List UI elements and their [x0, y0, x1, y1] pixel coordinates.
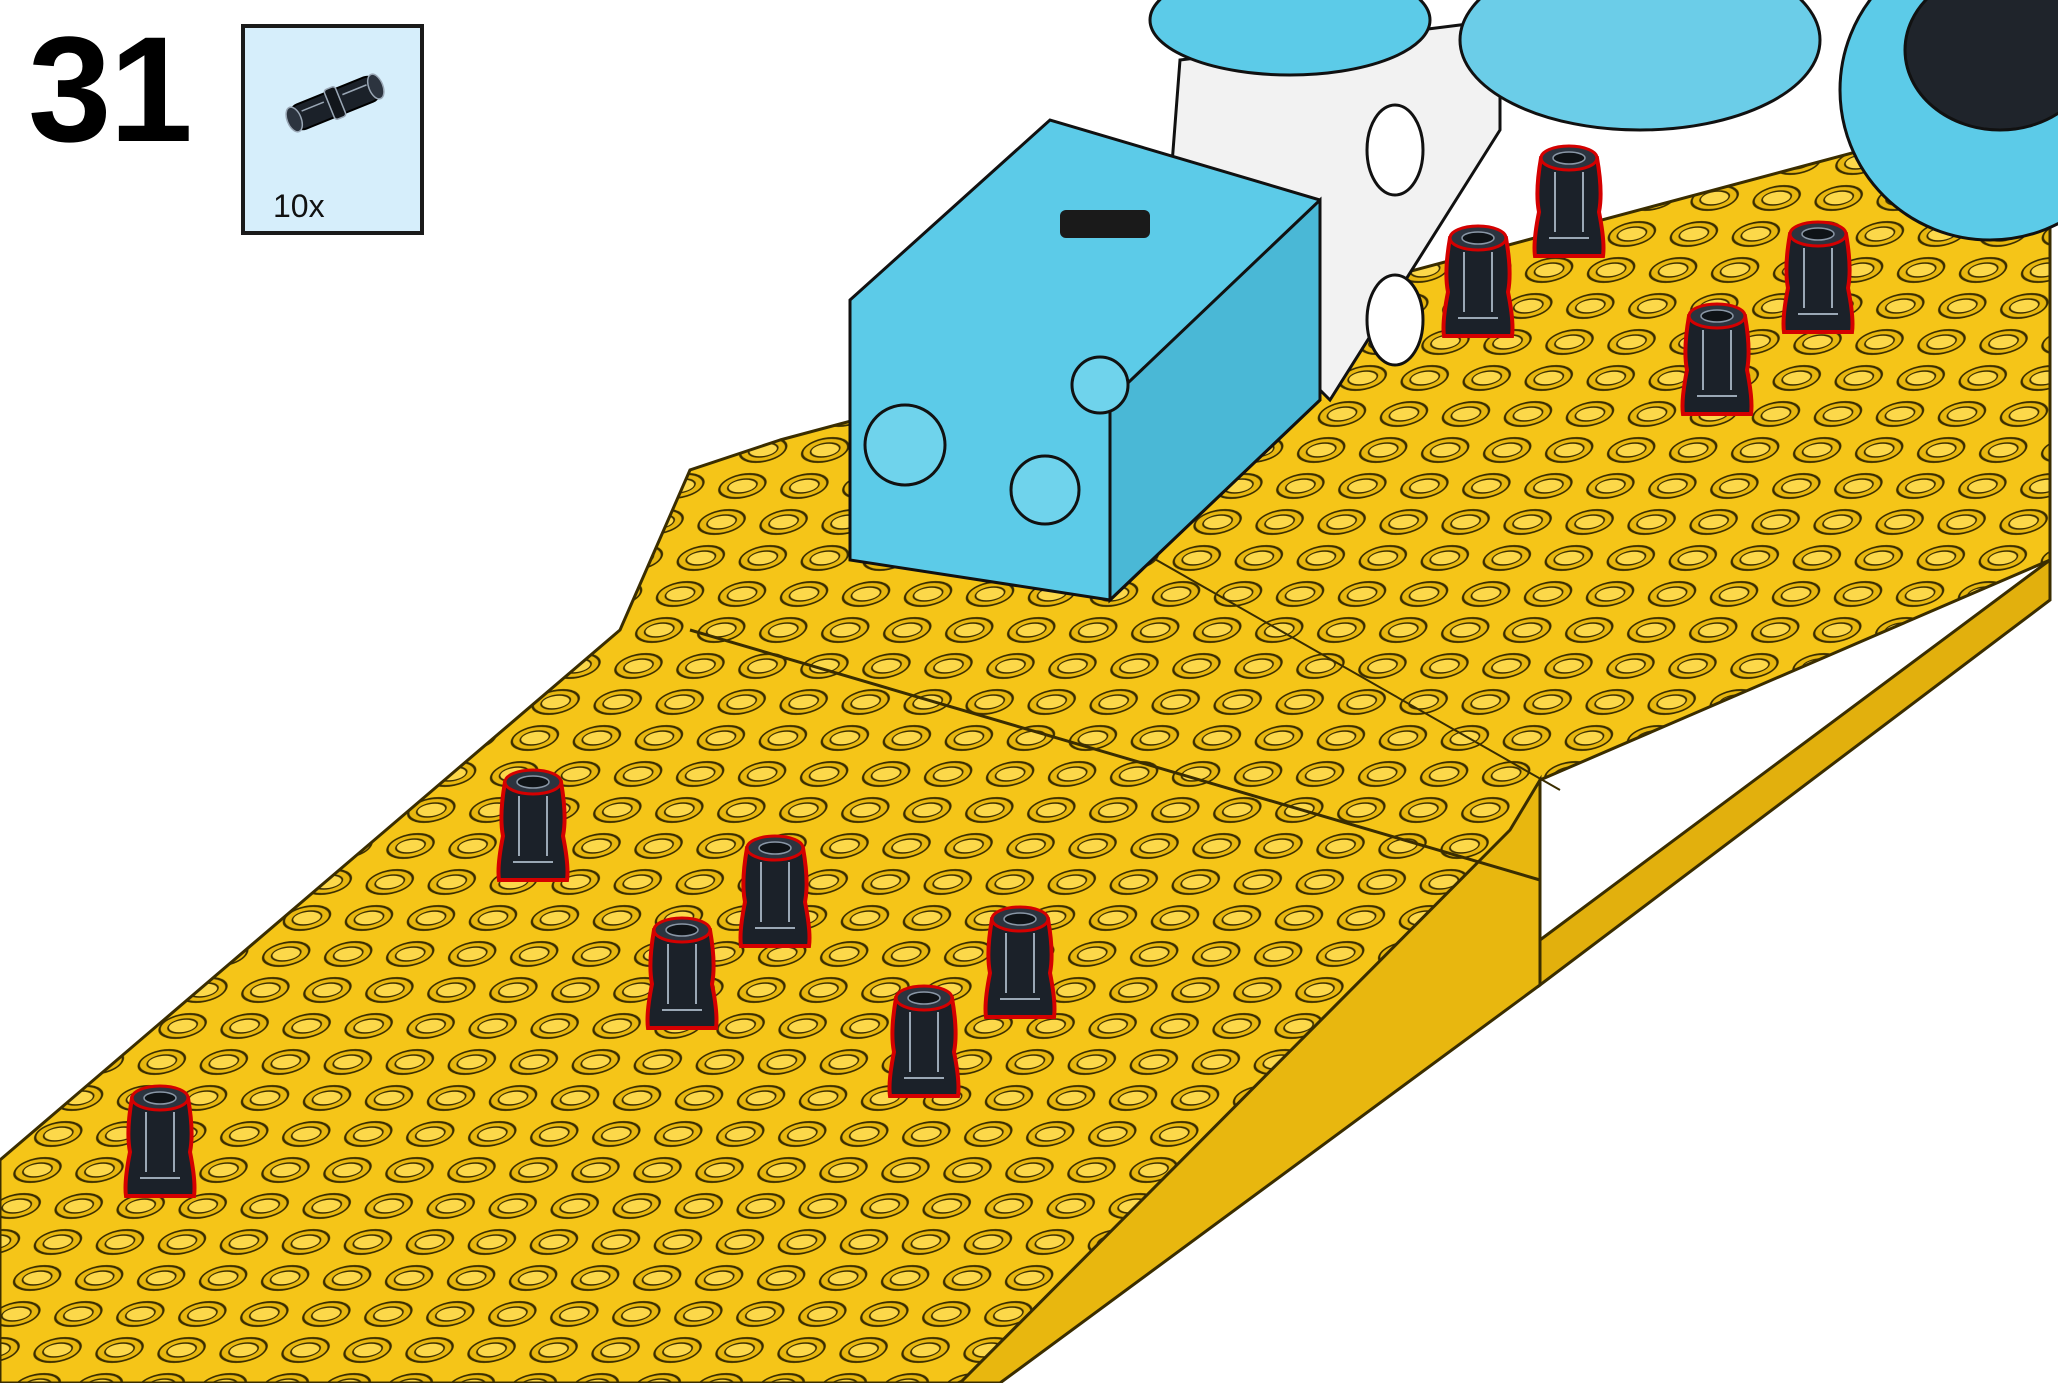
connector-pin — [986, 907, 1055, 1017]
connector-pin — [1535, 146, 1604, 256]
connector-pin — [648, 918, 717, 1028]
connector-pin — [1444, 226, 1513, 336]
parts-callout: 10x — [241, 24, 424, 235]
connector-pin — [890, 986, 959, 1096]
connector-pin — [1784, 222, 1853, 332]
black-connector-pin-icon — [275, 68, 395, 138]
connector-pin — [741, 836, 810, 946]
connector-pin — [1683, 304, 1752, 414]
step-number: 31 — [28, 14, 191, 164]
connector-pin — [499, 770, 568, 880]
part-quantity: 10x — [273, 188, 325, 225]
connector-pin — [126, 1086, 195, 1196]
